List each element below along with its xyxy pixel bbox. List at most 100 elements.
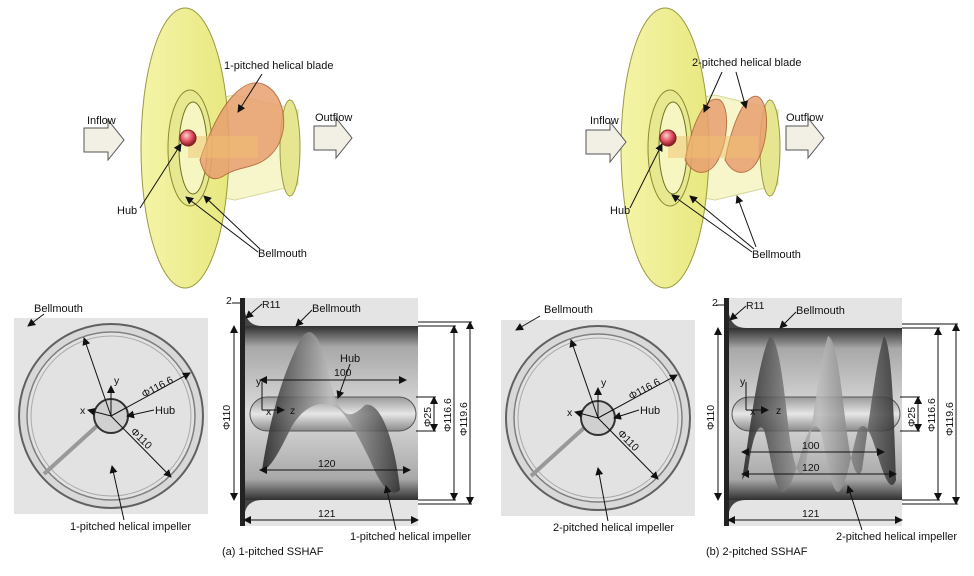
hub-shaft [668,136,758,158]
inflow-arrow-icon [585,120,627,164]
blade-edge [42,423,100,476]
blade-leader-2 [735,71,748,109]
hub-shaft [188,136,258,158]
phi-inner-leader [597,417,659,480]
dim-121-label: 121 [802,508,820,520]
front-inner-ring-2 [517,337,679,499]
right-front-view: y x Φ116.6 Φ110 Hub Bellmouth 2-pitched … [501,304,695,534]
phi-outer-leader-2 [569,339,599,419]
side-impeller-leader [383,485,397,531]
r11-leader [729,305,747,321]
side-bellmouth-label: Bellmouth [312,303,361,315]
left-caption: (a) 1-pitched SSHAF [222,546,324,558]
outflow-label: Outflow [315,112,352,124]
front-inner-ring-2 [30,335,192,497]
hub-label: Hub [610,205,630,217]
phi-outer-leader [110,372,191,417]
phi-inner-leader [110,415,172,478]
inflow-label: Inflow [590,115,619,127]
dim-2-label: 2 [226,295,232,307]
side-impeller-label: 2-pitched helical impeller [836,531,957,543]
dim-phi116-label: Φ116.6 [926,398,938,432]
right-iso-view: Inflow Outflow 2-pitched helical blade H… [585,7,825,289]
outflow-label: Outflow [786,112,823,124]
blade-label: 1-pitched helical blade [224,60,333,72]
left-front-view: y x Φ116.6 Φ110 Hub Bellmouth 1-pitched … [14,303,208,533]
phi-outer-leader [597,374,678,419]
axis-y-label: y [740,376,746,388]
outflow-arrow-icon [785,116,825,160]
dim-phi110-label: Φ110 [221,405,233,430]
dim-phi25-label: Φ25 [422,407,434,427]
right-caption: (b) 2-pitched SSHAF [706,546,808,558]
bellmouth-plate [724,298,729,526]
outflow-arrow-icon [313,116,353,160]
blade-leader [237,73,263,113]
bellmouth-label: Bellmouth [258,248,307,260]
bellmouth-leader-1 [671,194,753,253]
hub-sphere [659,129,677,147]
helical-impeller [262,332,400,493]
dim-121-label: 121 [318,508,336,520]
dim-phi116-label: Φ116.6 [442,398,454,432]
axis-x-label: x [80,405,86,417]
blade-leader-1 [703,71,723,113]
r11-label: R11 [746,300,765,312]
impeller-leader [109,465,125,521]
axis-x [87,407,112,417]
bellmouth-leader-3 [735,195,757,248]
side-bellmouth-leader [779,311,797,329]
front-impeller-label: 2-pitched helical impeller [553,522,674,534]
bellmouth-label: Bellmouth [752,249,801,261]
dim-phi119-label: Φ119.6 [458,402,470,436]
blade-edge [529,425,587,478]
axis-y-label: y [114,375,120,387]
side-impeller-leader [846,485,863,531]
dim-100-label: 100 [334,367,352,379]
side-hub-label: Hub [340,353,360,365]
inflow-arrow-icon [83,118,125,162]
front-hub-label: Hub [155,405,175,417]
hub-leader [629,143,663,209]
axis-y-label: y [601,377,607,389]
dim-100-label: 100 [802,440,820,452]
axis-x [574,409,599,419]
side-bellmouth-label: Bellmouth [796,305,845,317]
bellmouth-leader-1 [185,196,259,253]
axis-y-label: y [256,376,262,388]
axis-x-label: x [567,407,573,419]
axis-x-label: x [266,406,272,418]
hub-leader [139,143,182,209]
axis-z-label: z [290,405,295,417]
impeller-leader [595,467,609,522]
dim-phi119-label: Φ119.6 [944,402,956,436]
axis-z-label: z [776,405,781,417]
side-impeller-label: 1-pitched helical impeller [350,531,471,543]
r11-label: R11 [262,299,281,311]
hub-label: Hub [117,205,137,217]
axis-x-label: x [750,406,756,418]
front-bellmouth-label: Bellmouth [34,303,83,315]
side-hub-leader [336,363,351,399]
dim-phi25-label: Φ25 [906,407,918,427]
hub-leader [613,409,640,420]
left-iso-view: Inflow Outflow 1-pitched helical blade H… [83,7,353,289]
dim-phi110-label: Φ110 [705,405,717,430]
front-bellmouth-label: Bellmouth [544,304,593,316]
inflow-label: Inflow [87,115,116,127]
bellmouth-leader-2 [203,195,261,250]
bellmouth-leader-2 [689,195,755,250]
duct-outlet-rim [279,99,301,197]
bellmouth-radius [729,314,746,328]
phi-outer-leader-2 [82,337,112,417]
bellmouth-plate [240,298,245,526]
bellmouth-radius [245,312,262,326]
front-hub-label: Hub [640,405,660,417]
dim-120-label: 120 [802,462,820,474]
dim-120-label: 120 [318,458,336,470]
side-bellmouth-leader [295,309,313,327]
blade-label: 2-pitched helical blade [692,57,801,69]
bellmouth-radius-bottom [729,500,746,512]
